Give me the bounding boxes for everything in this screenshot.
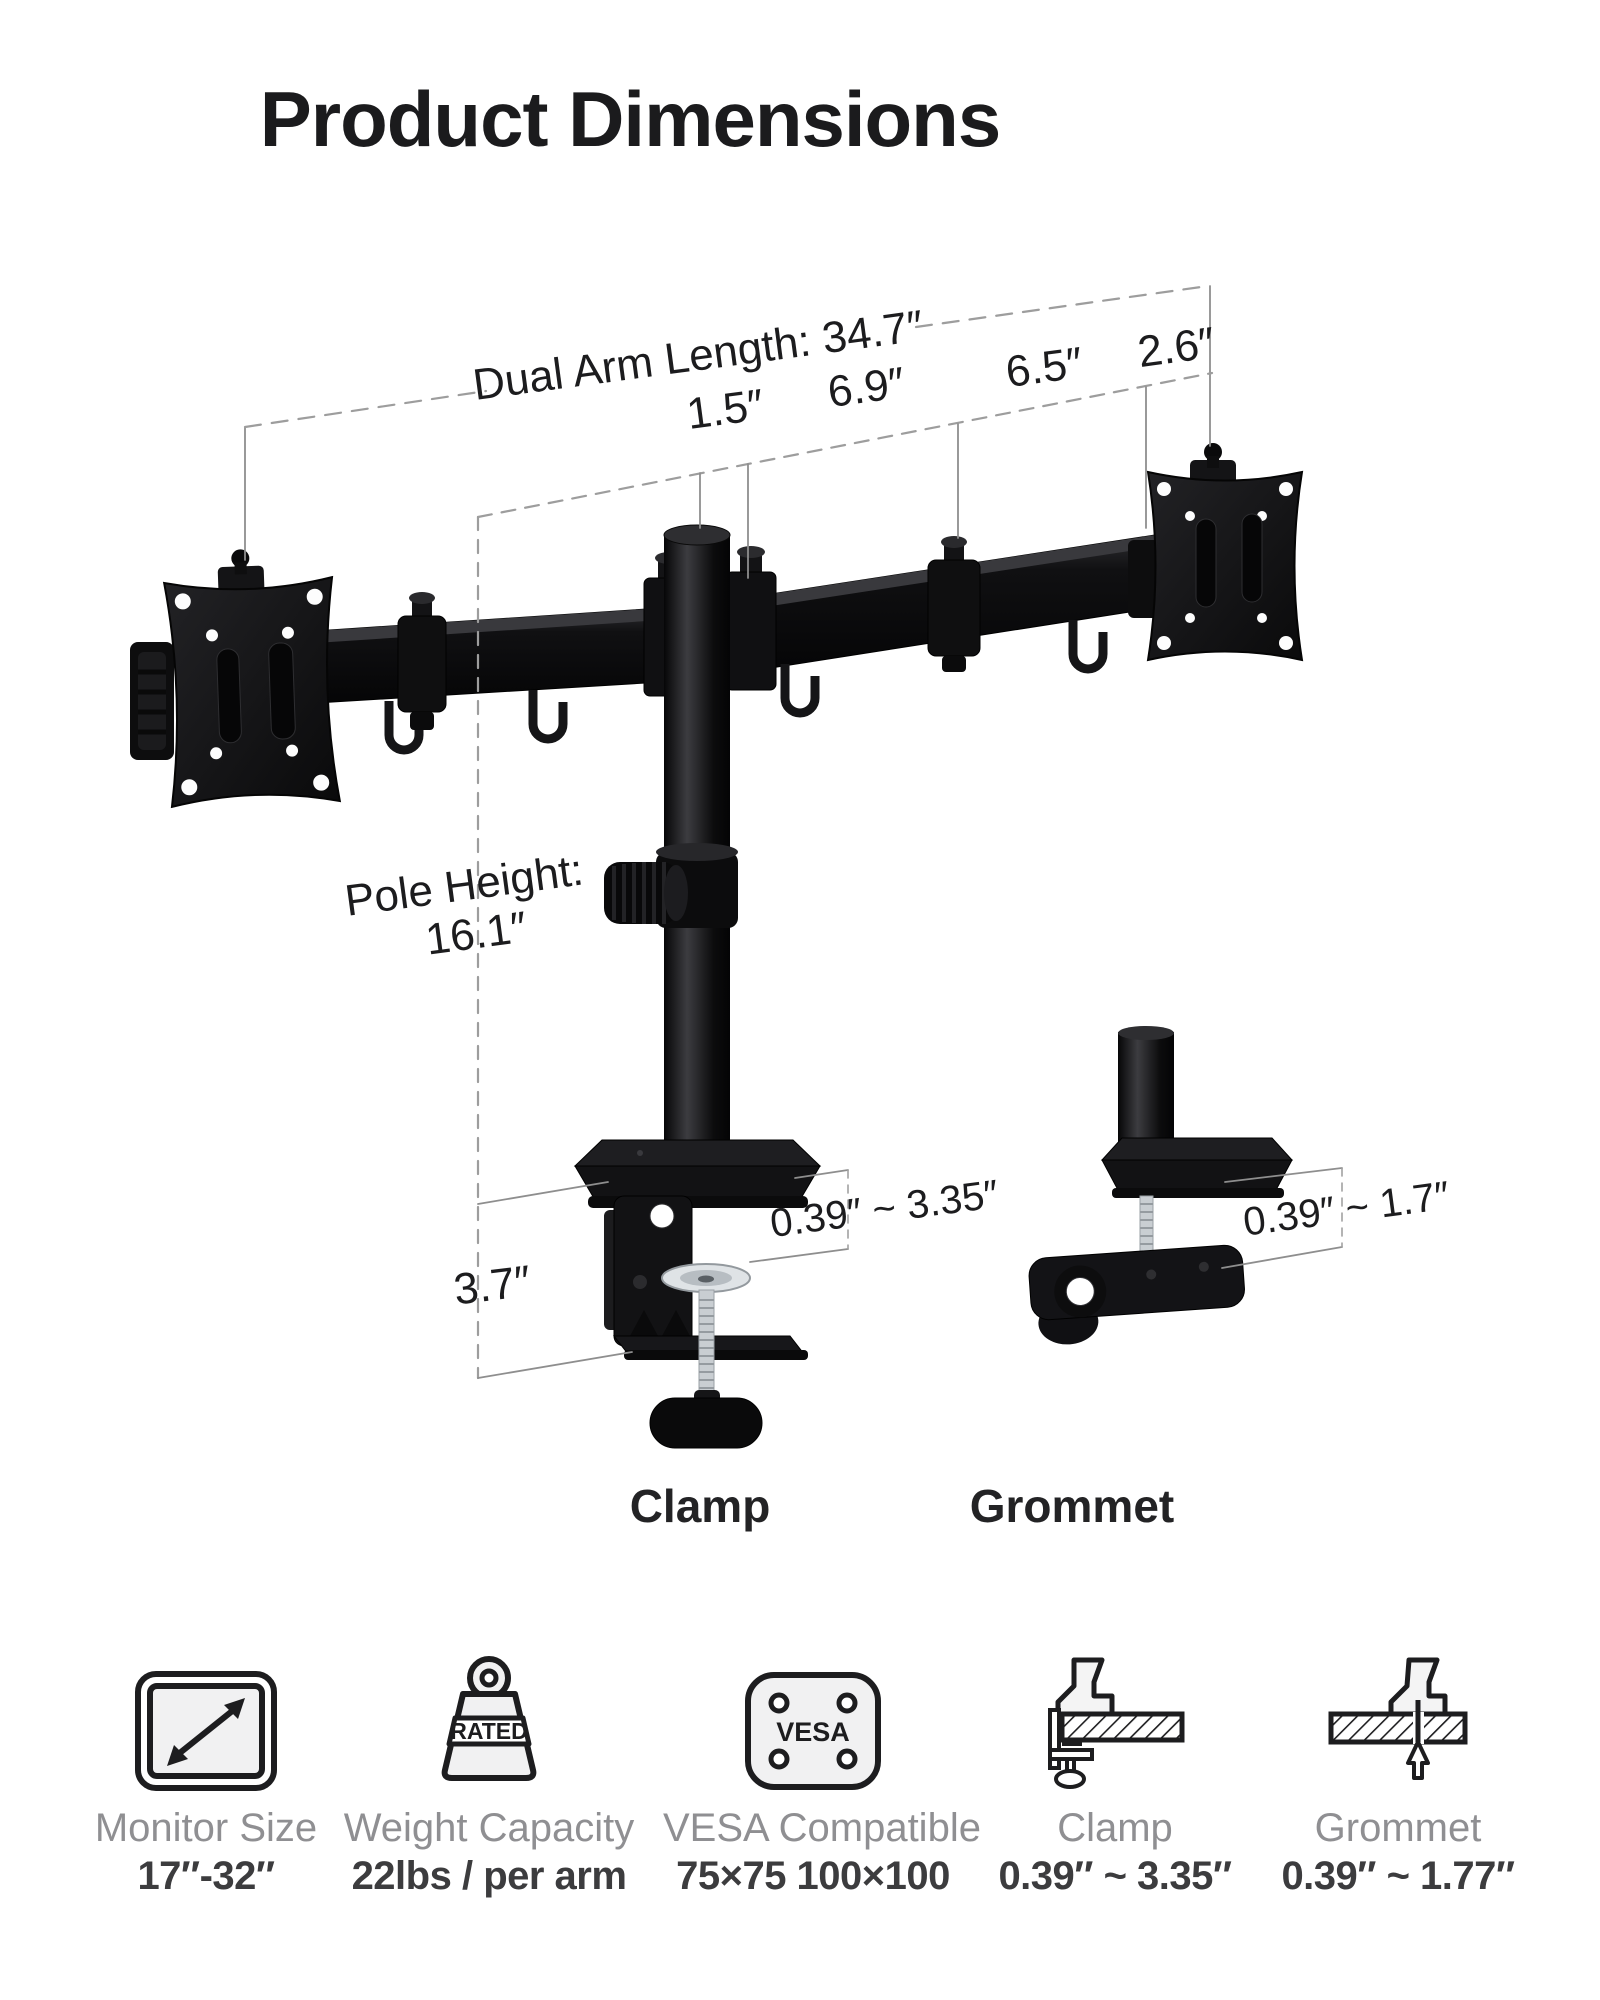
vesa-badge: VESA xyxy=(776,1717,850,1747)
segment-label-3: 6.5″ xyxy=(1003,338,1086,397)
spec-value: 22lbs / per arm xyxy=(351,1854,627,1898)
monitor-size-icon xyxy=(135,1671,277,1791)
spec-value: 0.39″ ~ 3.35″ xyxy=(998,1854,1232,1898)
grommet-caption: Grommet xyxy=(970,1480,1174,1532)
segment-label-2: 6.9″ xyxy=(825,358,908,417)
clamp-caption: Clamp xyxy=(630,1480,771,1532)
spec-clamp: Clamp 0.39″ ~ 3.35″ xyxy=(965,1640,1265,1899)
desk-clamp xyxy=(573,1139,822,1449)
cable-hook-icon xyxy=(1068,620,1108,674)
segment-label-1: 1.5″ xyxy=(684,380,767,439)
cable-hook-icon xyxy=(528,690,568,744)
vesa-icon: VESA xyxy=(745,1672,881,1790)
spec-weight-capacity: RATED Weight Capacity 22lbs / per arm xyxy=(339,1640,639,1899)
spec-label: Monitor Size xyxy=(94,1806,318,1850)
product-dimensions-diagram: Dual Arm Length: 34.7″ 1.5″ 6.9″ 6.5″ 2.… xyxy=(130,284,1452,1532)
right-vesa-plate xyxy=(1128,443,1304,662)
spec-row: Monitor Size 17″-32″ RATED Weight Capaci… xyxy=(0,1640,1600,1940)
clamp-depth-label: 3.7″ xyxy=(451,1257,533,1315)
spec-label: Weight Capacity xyxy=(343,1806,635,1850)
spec-label: VESA Compatible xyxy=(663,1806,981,1850)
rated-badge: RATED xyxy=(450,1718,528,1744)
cable-hook-icon xyxy=(780,664,820,718)
mount-illustration xyxy=(130,443,1304,1449)
grommet-mount xyxy=(1028,1026,1294,1345)
clamp-icon xyxy=(1048,1657,1185,1789)
weight-capacity-icon: RATED xyxy=(441,1656,537,1781)
grommet-icon xyxy=(1328,1657,1468,1780)
spec-value: 0.39″ ~ 1.77″ xyxy=(1281,1854,1515,1898)
center-pole xyxy=(604,524,738,1158)
spec-label: Grommet xyxy=(1314,1806,1482,1850)
spec-value: 17″-32″ xyxy=(137,1854,275,1898)
cable-hook-icon xyxy=(384,701,424,755)
spec-value: 75×75 100×100 xyxy=(676,1854,950,1898)
page-title: Product Dimensions xyxy=(259,75,1001,163)
spec-monitor-size: Monitor Size 17″-32″ xyxy=(56,1640,356,1899)
spec-label: Clamp xyxy=(1057,1806,1173,1850)
segment-label-4: 2.6″ xyxy=(1135,318,1218,377)
spec-vesa-compatible: VESA VESA Compatible 75×75 100×100 xyxy=(663,1640,981,1899)
left-arm-end-cap xyxy=(130,642,174,760)
dimension-callouts xyxy=(243,284,1343,1380)
spec-grommet: Grommet 0.39″ ~ 1.77″ xyxy=(1248,1640,1548,1899)
left-vesa-plate xyxy=(162,549,342,809)
